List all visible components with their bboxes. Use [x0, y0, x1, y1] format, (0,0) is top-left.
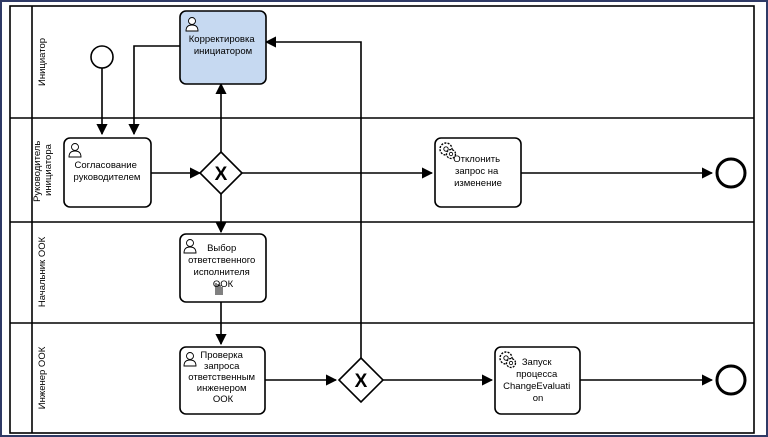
task-launch-line-3: ChangeEvaluati — [503, 381, 570, 392]
svg-text:Запуск процесса Ch: Запуск процесса ChangeEvaluati on — [503, 357, 573, 404]
end-event-launch[interactable] — [715, 364, 747, 396]
task-correct-by-initiator[interactable]: Корректировка инициатором — [179, 10, 267, 85]
user-icon — [68, 143, 82, 158]
task-choose-line-1: Выбор — [207, 243, 236, 254]
user-icon — [183, 352, 197, 367]
flow-gateway2-to-correct — [264, 36, 362, 358]
task-check-line-4: инженером — [197, 383, 247, 394]
svg-text:Отклонить запрос на: Отклонить запрос на изменение — [453, 154, 502, 189]
task-correct-line-2: инициатором — [194, 46, 252, 57]
task-approve-line-2: руководителем — [74, 172, 141, 183]
task-launch-line-2: процесса — [516, 369, 558, 380]
user-icon — [183, 239, 197, 254]
gear-icon — [499, 351, 517, 369]
task-choose-line-4: ООК — [213, 279, 234, 290]
lane-label-manager-line-2: инициатора — [43, 143, 54, 195]
exclusive-gateway-2[interactable]: X — [337, 356, 385, 404]
gateway-1-marker: X — [215, 164, 228, 185]
svg-text:Выбор ответственного: Выбор ответственного исполнителя ООК — [188, 243, 258, 290]
task-reject-line-3: изменение — [454, 178, 502, 189]
end-event-reject[interactable] — [715, 157, 747, 189]
task-correct-line-1: Корректировка — [189, 34, 256, 45]
pool — [9, 5, 755, 434]
lane-label-initiator: Инициатор — [37, 38, 48, 86]
task-choose-line-2: ответственного — [188, 255, 255, 266]
task-check-line-5: ООК — [213, 394, 234, 405]
task-approve-line-1: Согласование — [74, 160, 136, 171]
start-event[interactable] — [90, 45, 114, 69]
task-launch-change-evaluation[interactable]: Запуск процесса ChangeEvaluati on — [494, 346, 581, 415]
gear-icon — [439, 142, 457, 160]
lane-label-manager: Руководитель инициатора — [32, 138, 54, 202]
task-reject-request[interactable]: Отклонить запрос на изменение — [434, 137, 522, 208]
svg-text:Корректировка инициаторо: Корректировка инициатором — [189, 34, 258, 57]
task-check-line-3: ответственным — [188, 372, 255, 383]
svg-text:Согласование руководител: Согласование руководителем — [74, 160, 141, 183]
mouse-cursor-icon — [215, 283, 223, 295]
task-reject-line-2: запрос на — [455, 166, 499, 177]
task-choose-executor[interactable]: Выбор ответственного исполнителя ООК — [179, 233, 267, 303]
gateway-2-marker: X — [355, 371, 368, 392]
task-launch-line-1: Запуск — [522, 357, 553, 368]
task-check-line-2: запроса — [204, 361, 240, 372]
task-manager-approval[interactable]: Согласование руководителем — [63, 137, 152, 208]
lane-label-manager-line-1: Руководитель — [32, 141, 43, 202]
exclusive-gateway-1[interactable]: X — [198, 150, 244, 196]
flow-correct-to-approve — [128, 45, 180, 136]
task-choose-line-3: исполнителя — [194, 267, 250, 278]
task-launch-line-4: on — [533, 393, 544, 404]
user-icon — [185, 17, 199, 32]
sequence-flows — [96, 36, 714, 386]
task-engineer-check[interactable]: Проверка запроса ответственным инженером… — [179, 346, 266, 415]
task-reject-line-1: Отклонить — [453, 154, 500, 165]
task-check-line-1: Проверка — [200, 350, 243, 361]
lane-label-ook-head: Начальник ООК — [37, 236, 48, 307]
lane-label-ook-engineer: Инженер ООК — [37, 346, 48, 409]
svg-text:Проверка запроса о: Проверка запроса ответственным инженером… — [188, 350, 257, 405]
